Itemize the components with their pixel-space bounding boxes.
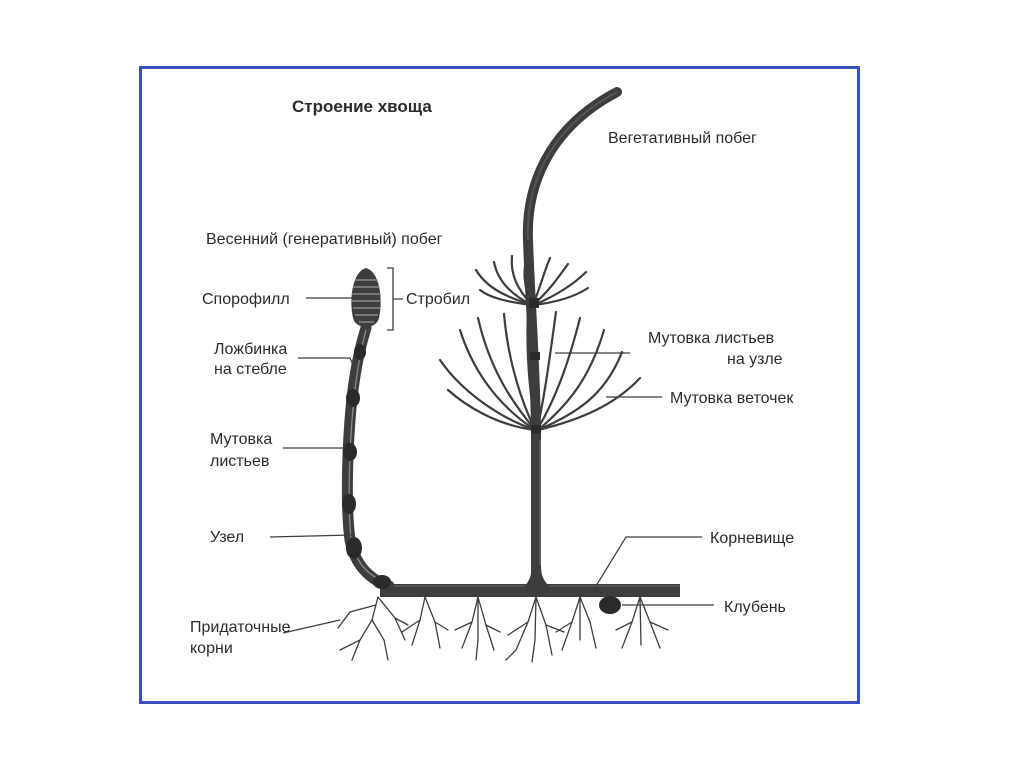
spring-shoot (341, 268, 395, 592)
label-groove-line2: на стебле (214, 361, 287, 378)
label-leaf-whorl-node-line1: Мутовка листьев (648, 330, 774, 347)
label-vegetative-shoot: Вегетативный побег (608, 130, 757, 147)
label-rhizome: Корневище (710, 530, 794, 547)
upper-branch-whorl (474, 252, 590, 307)
tuber (599, 596, 621, 614)
spring-shoot-nodes (342, 344, 391, 589)
label-roots-line1: Придаточные (190, 619, 291, 636)
labels: Вегетативный побег Весенний (генеративны… (190, 130, 794, 657)
label-branch-whorl: Мутовка веточек (670, 390, 794, 407)
strobilus-cone (351, 268, 381, 327)
label-node: Узел (210, 529, 244, 546)
label-tuber: Клубень (724, 599, 786, 616)
leader-lines (269, 297, 714, 634)
label-groove-line1: Ложбинка (214, 341, 287, 358)
label-sporophyll: Спорофилл (202, 291, 290, 308)
label-leaf-whorl-line2: листьев (210, 453, 269, 470)
label-roots-line2: корни (190, 640, 233, 657)
strobilus-bracket (387, 267, 403, 331)
label-spring-shoot: Весенний (генеративный) побег (206, 231, 443, 248)
label-strobilus: Стробил (406, 291, 470, 308)
lower-branch-whorl (438, 310, 642, 432)
vegetative-shoot (438, 87, 642, 592)
diagram-title: Строение хвоща (292, 97, 432, 116)
slide-frame (139, 66, 860, 704)
label-leaf-whorl-node-line2: на узле (727, 351, 783, 368)
adventitious-roots (337, 596, 669, 663)
label-leaf-whorl-line1: Мутовка (210, 431, 272, 448)
